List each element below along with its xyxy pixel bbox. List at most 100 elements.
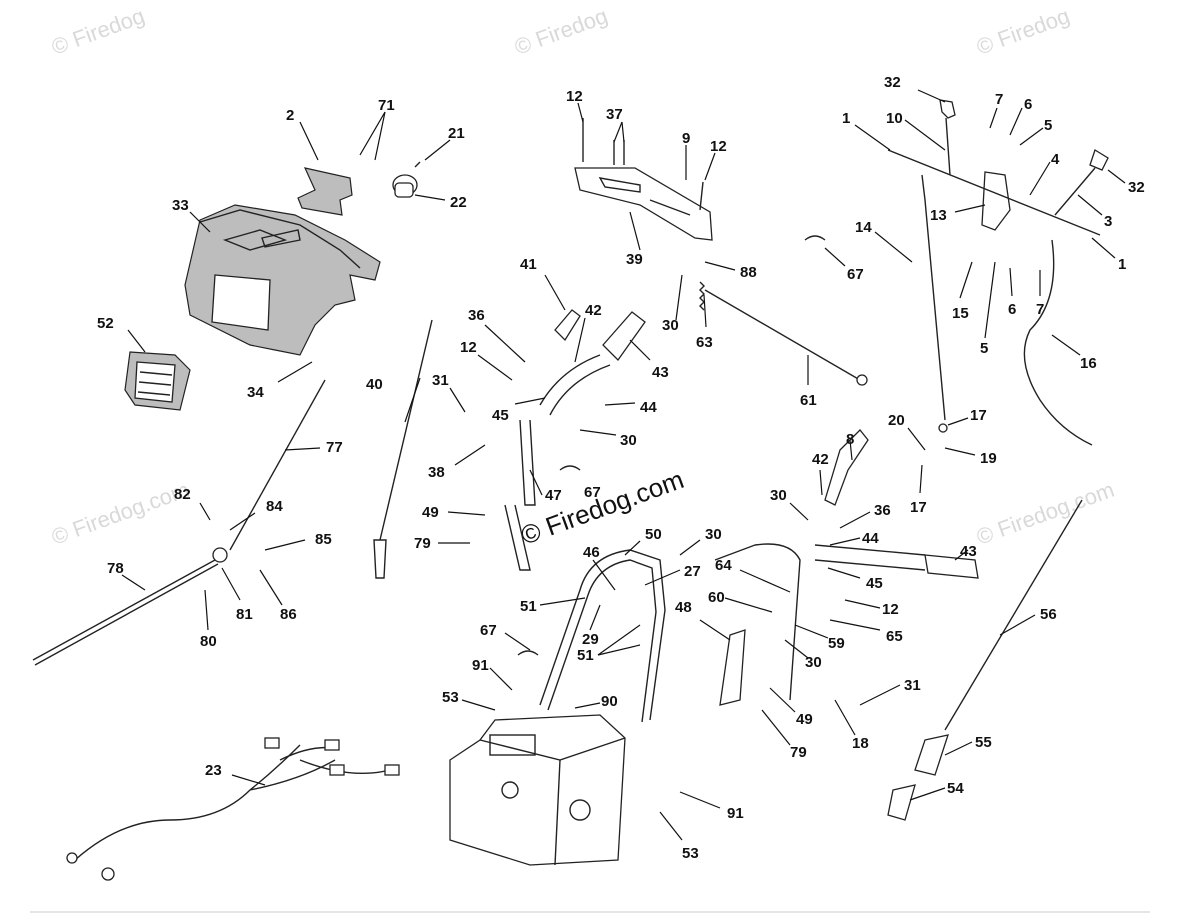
rods-77-78 — [32, 379, 326, 666]
callout-56: 56 — [1040, 606, 1057, 623]
shifter-assembly — [887, 99, 1109, 446]
callout-34: 34 — [247, 384, 264, 401]
callout-19: 19 — [980, 450, 997, 467]
callout-23: 23 — [205, 762, 222, 779]
callout-85: 85 — [315, 531, 332, 548]
watermark-mid-left: © Firedog.com — [48, 477, 192, 550]
callout-55: 55 — [975, 734, 992, 751]
callout-82: 82 — [174, 486, 191, 503]
callout-49-b: 49 — [796, 711, 813, 728]
callout-59: 59 — [828, 635, 845, 652]
callout-32-b: 32 — [1128, 179, 1145, 196]
rod-14 — [921, 174, 948, 433]
callout-79-b: 79 — [790, 744, 807, 761]
wiring-harness-23 — [66, 737, 400, 881]
watermark-mid-right: © Firedog.com — [973, 477, 1117, 550]
chassis-plate — [449, 714, 626, 866]
watermark-top-left: © Firedog — [48, 3, 148, 60]
knob-22 — [392, 161, 421, 198]
callout-21: 21 — [448, 125, 465, 142]
lever-8 — [824, 429, 869, 506]
callout-31-a: 31 — [432, 372, 449, 389]
clips-67 — [517, 235, 826, 656]
callout-80: 80 — [200, 633, 217, 650]
watermark-top-center: © Firedog — [511, 3, 611, 60]
callout-12-plate: 12 — [710, 138, 727, 155]
callout-79-a: 79 — [414, 535, 431, 552]
callout-48: 48 — [675, 599, 692, 616]
callout-12-b: 12 — [460, 339, 477, 356]
cable-56 — [887, 499, 1083, 821]
callout-60: 60 — [708, 589, 725, 606]
callout-42-b: 42 — [812, 451, 829, 468]
callout-33: 33 — [172, 197, 189, 214]
chute-rod-40 — [373, 319, 433, 579]
callout-44-b: 44 — [862, 530, 879, 547]
callout-14: 14 — [855, 219, 872, 236]
callout-1-a: 1 — [842, 110, 850, 127]
callout-40: 40 — [366, 376, 383, 393]
callout-39: 39 — [626, 251, 643, 268]
callout-90: 90 — [601, 693, 618, 710]
callout-5-b: 5 — [980, 340, 988, 357]
callout-91-a: 91 — [472, 657, 489, 674]
callout-labels: 2 71 21 22 33 52 34 12 37 9 12 39 88 30 … — [97, 74, 1145, 862]
callout-86: 86 — [280, 606, 297, 623]
callout-4: 4 — [1051, 151, 1060, 168]
callout-12-top: 12 — [566, 88, 583, 105]
callout-6-a: 6 — [1024, 96, 1032, 113]
part-drawings — [30, 99, 1150, 913]
callout-31-b: 31 — [904, 677, 921, 694]
callout-44-a: 44 — [640, 399, 657, 416]
callout-54: 54 — [947, 780, 964, 797]
callout-9: 9 — [682, 130, 690, 147]
callout-13: 13 — [930, 207, 947, 224]
callout-12-d: 12 — [882, 601, 899, 618]
callout-30-a: 30 — [662, 317, 679, 334]
callout-65: 65 — [886, 628, 903, 645]
callout-42-a: 42 — [585, 302, 602, 319]
bracket-2 — [297, 167, 353, 216]
callout-67-c: 67 — [847, 266, 864, 283]
callout-88: 88 — [740, 264, 757, 281]
callout-52: 52 — [97, 315, 114, 332]
callout-30-b: 30 — [620, 432, 637, 449]
callout-51-b: 51 — [577, 647, 594, 664]
watermark-center: © Firedog.com — [517, 464, 688, 551]
handle-frame-50 — [539, 543, 979, 723]
callout-61: 61 — [800, 392, 817, 409]
callout-84: 84 — [266, 498, 283, 515]
callout-30-e: 30 — [805, 654, 822, 671]
callout-49-a: 49 — [422, 504, 439, 521]
callout-51-a: 51 — [520, 598, 537, 615]
callout-36-a: 36 — [468, 307, 485, 324]
callout-30-c: 30 — [705, 526, 722, 543]
callout-32-a: 32 — [884, 74, 901, 91]
callout-67-b: 67 — [480, 622, 497, 639]
callout-29: 29 — [582, 631, 599, 648]
callout-50: 50 — [645, 526, 662, 543]
callout-30-d: 30 — [770, 487, 787, 504]
callout-53-a: 53 — [442, 689, 459, 706]
callout-64: 64 — [715, 557, 732, 574]
callout-10: 10 — [886, 110, 903, 127]
callout-43-a: 43 — [652, 364, 669, 381]
callout-43-b: 43 — [960, 543, 977, 560]
callout-22: 22 — [450, 194, 467, 211]
callout-1-b: 1 — [1118, 256, 1126, 273]
callout-3: 3 — [1104, 213, 1112, 230]
callout-15: 15 — [952, 305, 969, 322]
callout-77: 77 — [326, 439, 343, 456]
callout-16: 16 — [1080, 355, 1097, 372]
callout-17-a: 17 — [970, 407, 987, 424]
spring-rod-61-63 — [699, 281, 868, 386]
callout-41: 41 — [520, 256, 537, 273]
control-plate-39 — [574, 118, 713, 241]
callout-27: 27 — [684, 563, 701, 580]
callout-2: 2 — [286, 107, 294, 124]
callout-17-b: 17 — [910, 499, 927, 516]
callout-81: 81 — [236, 606, 253, 623]
callout-71: 71 — [378, 97, 395, 114]
callout-47: 47 — [545, 487, 562, 504]
